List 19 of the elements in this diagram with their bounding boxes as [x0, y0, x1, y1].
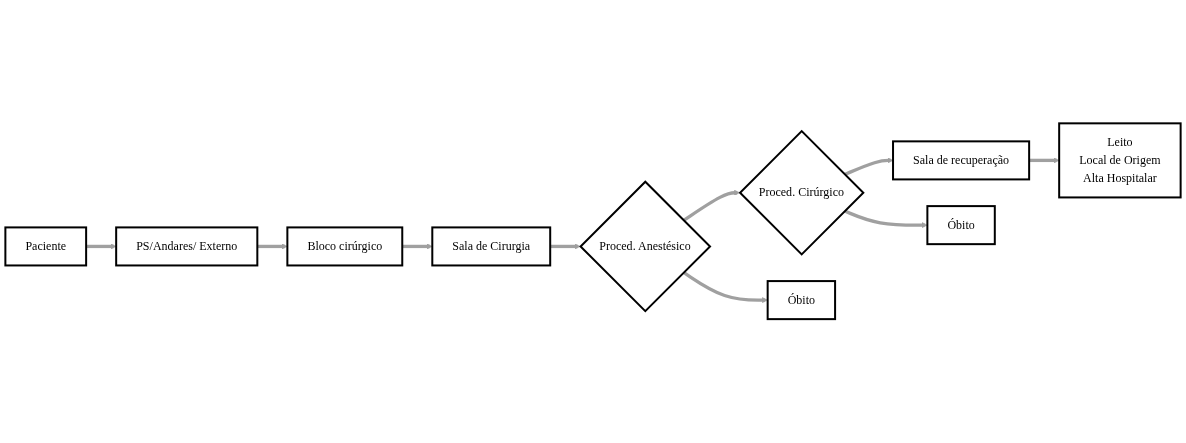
node-box: Óbito	[766, 280, 837, 321]
node-box: PS/Andares/ Externo	[115, 226, 259, 267]
node-box: Leito Local de Origem Alta Hospitalar	[1058, 122, 1182, 199]
node-diamond: Proced. Anestésico	[579, 180, 712, 313]
arrow	[682, 190, 740, 223]
arrow	[402, 243, 433, 250]
arrow	[550, 243, 581, 250]
node-box: Sala de recuperação	[892, 140, 1031, 181]
arrow	[844, 209, 928, 229]
arrow	[86, 243, 117, 250]
node-box: Sala de Cirurgia	[431, 226, 552, 267]
node-box: Óbito	[926, 205, 996, 246]
arrow	[257, 243, 288, 250]
arrow	[682, 271, 768, 304]
arrow	[1029, 157, 1060, 164]
arrow	[844, 157, 894, 177]
node-diamond: Proced. Cirúrgico	[738, 130, 865, 257]
node-box: Paciente	[4, 226, 88, 267]
node-box: Bloco cirúrgico	[286, 226, 404, 267]
